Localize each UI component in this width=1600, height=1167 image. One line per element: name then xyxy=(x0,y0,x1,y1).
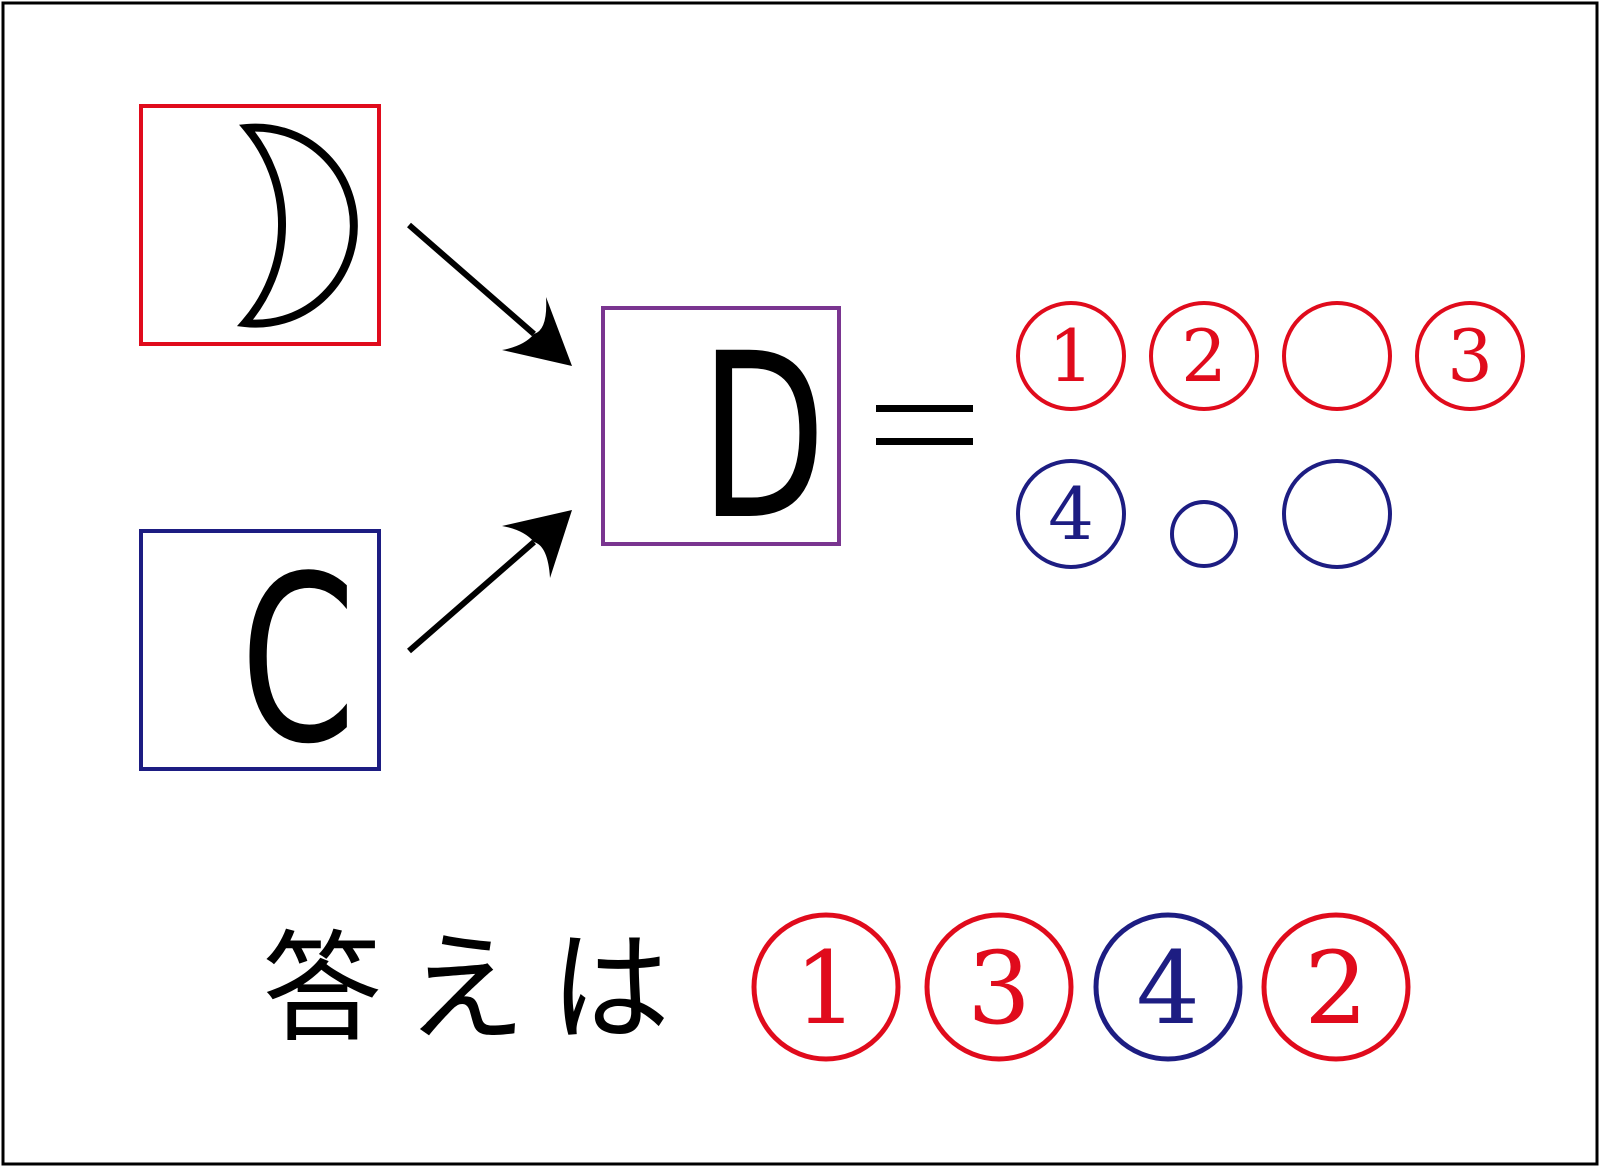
answer-prefix: 答えは xyxy=(262,920,694,1059)
result-box xyxy=(601,306,841,546)
slot-number: 3 xyxy=(1447,314,1493,398)
answer-circle xyxy=(751,912,901,1062)
slot-number: 4 xyxy=(1048,472,1094,556)
answer-digits: 1 3 4 2 xyxy=(751,912,1411,1062)
arrow-top-head xyxy=(502,297,572,366)
slot-row-2: 4 xyxy=(1016,459,1392,569)
slot-circle-empty xyxy=(1282,301,1392,411)
answer-circle xyxy=(1261,912,1411,1062)
bottom-box xyxy=(139,529,381,771)
slot-number: 2 xyxy=(1181,314,1227,398)
slot-number: 1 xyxy=(1048,314,1094,398)
slot-circle-empty xyxy=(1282,459,1392,569)
answer-digit: 3 xyxy=(967,930,1031,1047)
arrow-bottom-head xyxy=(502,510,572,578)
slot-circle xyxy=(1415,301,1525,411)
equals-sign-icon xyxy=(876,405,973,445)
arrow-top-shaft xyxy=(407,222,536,337)
slot-circle xyxy=(1016,301,1126,411)
arrow-bottom-shaft xyxy=(407,539,536,654)
answer-digit: 2 xyxy=(1304,930,1368,1047)
slot-circle xyxy=(1149,301,1259,411)
slot-circle xyxy=(1016,459,1126,569)
slot-row-1: 1 2 3 xyxy=(1016,301,1525,411)
answer-circle xyxy=(1093,912,1243,1062)
answer-digit: 1 xyxy=(794,930,858,1047)
crescent-moon-icon xyxy=(236,123,358,328)
answer-circle xyxy=(924,912,1074,1062)
bottom-box-letter: C xyxy=(240,528,356,795)
answer-digit: 4 xyxy=(1136,930,1200,1047)
top-box xyxy=(139,104,381,346)
result-box-letter: D xyxy=(700,305,826,570)
slot-circle-small xyxy=(1170,500,1238,568)
